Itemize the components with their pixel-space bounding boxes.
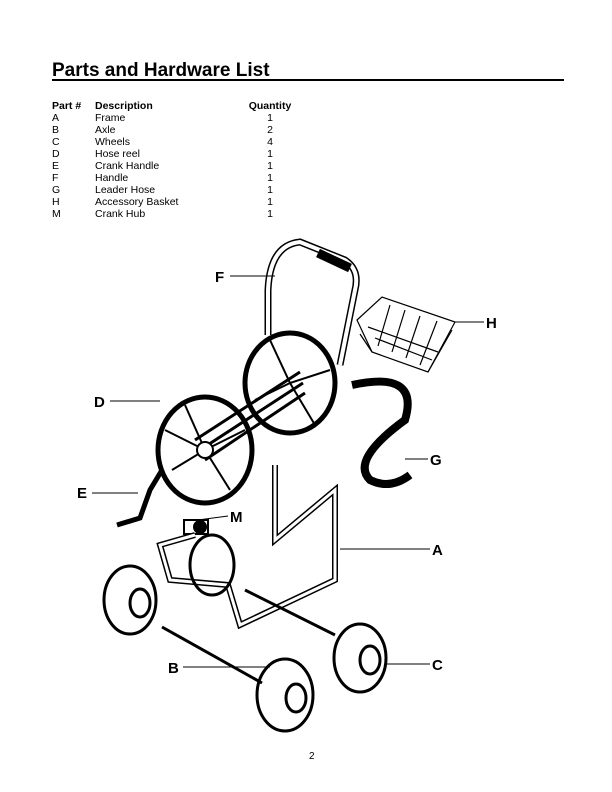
header-part: Part # xyxy=(52,100,82,112)
cell-quantity: 1 xyxy=(267,184,273,196)
cell-description: Frame xyxy=(95,112,126,124)
wheels-illustration xyxy=(102,533,388,733)
header-description: Description xyxy=(95,100,153,112)
callout-f: F xyxy=(215,269,224,286)
table-row: F Handle 1 xyxy=(52,172,295,184)
cell-description: Crank Hub xyxy=(95,208,146,220)
callout-d: D xyxy=(94,394,105,411)
table-row: C Wheels 4 xyxy=(52,136,295,148)
crank-hub-illustration xyxy=(183,519,209,535)
axle-illustration xyxy=(161,588,336,685)
page-title: Parts and Hardware List xyxy=(52,60,270,81)
callout-e: E xyxy=(77,485,87,502)
cell-description: Hose reel xyxy=(95,148,140,160)
page-number: 2 xyxy=(309,751,315,762)
cell-description: Accessory Basket xyxy=(95,196,179,208)
cell-description: Handle xyxy=(95,172,129,184)
cell-description: Axle xyxy=(95,124,116,136)
table-row: H Accessory Basket 1 xyxy=(52,196,295,208)
cell-quantity: 1 xyxy=(267,172,273,184)
table-row: A Frame 1 xyxy=(52,112,295,124)
cell-part: B xyxy=(52,124,60,136)
cell-part: H xyxy=(52,196,60,208)
cell-quantity: 1 xyxy=(267,208,273,220)
callout-b: B xyxy=(168,660,179,677)
basket-illustration xyxy=(356,296,456,373)
cell-description: Wheels xyxy=(95,136,131,148)
cell-quantity: 1 xyxy=(267,160,273,172)
cell-quantity: 1 xyxy=(267,148,273,160)
handle-illustration xyxy=(264,238,360,366)
callout-h: H xyxy=(486,315,497,332)
title-underline xyxy=(52,79,564,81)
callout-a: A xyxy=(432,542,443,559)
table-row: M Crank Hub 1 xyxy=(52,208,295,220)
crank-handle-illustration xyxy=(116,468,165,528)
leader-hose-illustration xyxy=(351,377,413,488)
callout-m: M xyxy=(230,509,243,526)
cell-quantity: 1 xyxy=(267,112,273,124)
cell-part: M xyxy=(52,208,61,220)
cell-part: A xyxy=(52,112,60,124)
cell-quantity: 1 xyxy=(267,196,273,208)
callout-lines xyxy=(92,275,484,668)
header-quantity: Quantity xyxy=(248,100,292,112)
table-row: B Axle 2 xyxy=(52,124,295,136)
cell-part: C xyxy=(52,136,60,148)
hose-reel-illustration xyxy=(155,330,338,506)
cell-part: D xyxy=(52,148,60,160)
cell-part: F xyxy=(52,172,59,184)
cell-quantity: 4 xyxy=(267,136,273,148)
cell-description: Crank Handle xyxy=(95,160,160,172)
cell-part: E xyxy=(52,160,60,172)
table-row: D Hose reel 1 xyxy=(52,148,295,160)
frame-illustration xyxy=(156,465,338,630)
table-row: E Crank Handle 1 xyxy=(52,160,295,172)
table-row: G Leader Hose 1 xyxy=(52,184,295,196)
callout-c: C xyxy=(432,657,443,674)
cell-part: G xyxy=(52,184,61,196)
table-header: Part # Description Quantity xyxy=(52,100,295,112)
callout-g: G xyxy=(430,452,442,469)
cell-description: Leader Hose xyxy=(95,184,156,196)
cell-quantity: 2 xyxy=(267,124,273,136)
